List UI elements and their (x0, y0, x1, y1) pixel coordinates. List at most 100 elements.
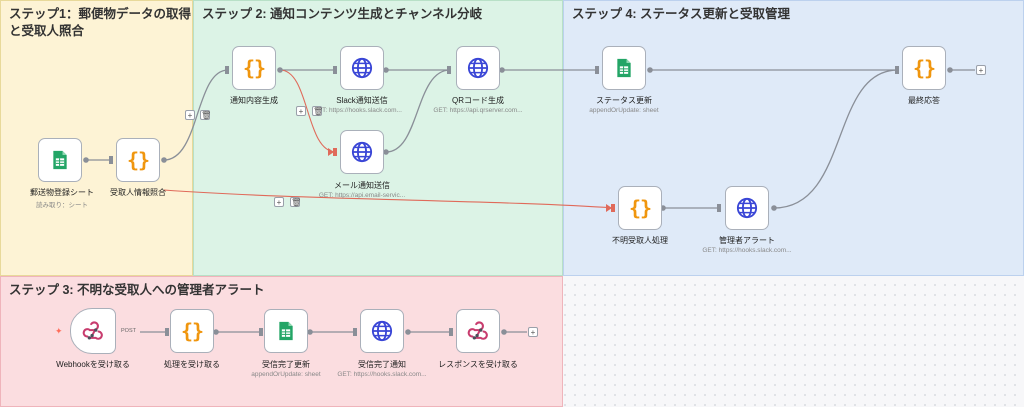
input-port (225, 66, 229, 74)
node-sublabel: T: https://hooks.slack.com... (322, 107, 402, 114)
input-port (333, 148, 337, 156)
connection-wire (773, 69, 899, 209)
node-email-notify[interactable] (340, 130, 384, 174)
sticky-title: ステップ 3: 不明な受取人への管理者アラート (9, 283, 265, 297)
output-port (405, 329, 411, 335)
input-port (109, 156, 113, 164)
output-port (307, 329, 313, 335)
node-respond-webhook[interactable] (456, 309, 500, 353)
input-port (259, 328, 263, 336)
node-label: 郵送物登録シート (30, 188, 94, 197)
node-label: 最終応答 (908, 96, 940, 105)
node-recipient-match[interactable]: {} (116, 138, 160, 182)
output-port (499, 67, 505, 73)
connection-wire-highlight (279, 69, 337, 153)
connection-wire (163, 69, 229, 161)
delete-connection-button[interactable]: 🗑 (200, 110, 212, 120)
globe-icon (351, 141, 373, 163)
node-label: Slack通知送信 (336, 96, 388, 105)
trigger-bolt-icon: ✦ (55, 326, 63, 336)
node-admin-alert[interactable] (725, 186, 769, 230)
node-sublabel: GET: https://hooks.slack.com... (337, 371, 427, 378)
node-label: 受信完了更新 (262, 360, 310, 369)
add-node-button[interactable]: + (185, 110, 195, 120)
output-port (277, 67, 283, 73)
output-port (213, 329, 219, 335)
code-braces-icon: {} (126, 148, 150, 172)
connection-wire-highlight (163, 189, 615, 209)
input-port (165, 328, 169, 336)
globe-icon (736, 197, 758, 219)
node-label: 管理者アラート (719, 236, 775, 245)
sticky-note-step1[interactable]: ステップ1：郵便物データの取得と受取人照合 (0, 0, 193, 276)
delete-connection-button[interactable]: 🗑 (290, 197, 302, 207)
google-sheets-icon (616, 58, 632, 78)
input-port (353, 328, 357, 336)
node-webhook-trigger[interactable] (70, 308, 116, 354)
input-port (449, 328, 453, 336)
webhook-icon (467, 320, 489, 342)
output-port (161, 157, 167, 163)
output-port (501, 329, 507, 335)
globe-icon (467, 57, 489, 79)
output-port (947, 67, 953, 73)
node-mail-register-sheet[interactable] (38, 138, 82, 182)
node-sublabel: appendOrUpdate: sheet (589, 107, 659, 114)
add-node-button[interactable]: + (296, 106, 306, 116)
add-node-button[interactable]: + (274, 197, 284, 207)
connection-label-post: POST (121, 328, 136, 334)
sticky-title: ステップ 2: 通知コンテンツ生成とチャンネル分岐 (202, 7, 483, 21)
node-sublabel: appendOrUpdate: sheet (251, 371, 321, 378)
node-label: 受取人情報照合 (110, 188, 166, 197)
output-port (383, 149, 389, 155)
node-unknown-recipient[interactable]: {} (618, 186, 662, 230)
delete-connection-button[interactable]: 🗑 (312, 106, 324, 116)
node-label: QRコード生成 (452, 96, 504, 105)
node-label: Webhookを受け取る (56, 360, 130, 369)
node-label: レスポンスを受け取る (438, 360, 518, 369)
output-port (383, 67, 389, 73)
node-receipt-update[interactable] (264, 309, 308, 353)
sticky-title: ステップ 4: ステータス更新と受取管理 (572, 7, 791, 21)
node-slack-notify[interactable] (340, 46, 384, 90)
input-port (717, 204, 721, 212)
output-port (83, 157, 89, 163)
google-sheets-icon (52, 150, 68, 170)
node-label: 処理を受け取る (164, 360, 220, 369)
node-sublabel: 読み取り：シート (36, 202, 88, 209)
globe-icon (371, 320, 393, 342)
node-label: 受信完了通知 (358, 360, 406, 369)
arrow-head (606, 204, 612, 212)
code-braces-icon: {} (180, 319, 204, 343)
node-receipt-notify[interactable] (360, 309, 404, 353)
node-label: 不明受取人処理 (612, 236, 668, 245)
node-final-response[interactable]: {} (902, 46, 946, 90)
code-braces-icon: {} (912, 56, 936, 80)
input-port (333, 66, 337, 74)
node-process-receive[interactable]: {} (170, 309, 214, 353)
input-port (611, 204, 615, 212)
output-port (647, 67, 653, 73)
code-braces-icon: {} (242, 56, 266, 80)
arrow-head (328, 148, 334, 156)
node-status-update[interactable] (602, 46, 646, 90)
code-braces-icon: {} (628, 196, 652, 220)
node-label: 通知内容生成 (230, 96, 278, 105)
connection-wire (385, 69, 451, 153)
node-sublabel: GET: https://hooks.slack.com... (702, 247, 792, 254)
node-label: メール通知送信 (334, 181, 390, 190)
node-notify-content[interactable]: {} (232, 46, 276, 90)
node-sublabel: GET: https://api.qrserver.com... (433, 107, 523, 114)
input-port (447, 66, 451, 74)
google-sheets-icon (278, 321, 294, 341)
output-port (771, 205, 777, 211)
input-port (895, 66, 899, 74)
globe-icon (351, 57, 373, 79)
node-qr-generate[interactable] (456, 46, 500, 90)
webhook-icon (82, 320, 104, 342)
add-node-button[interactable]: + (976, 65, 986, 75)
add-node-button[interactable]: + (528, 327, 538, 337)
node-label: ステータス更新 (596, 96, 652, 105)
input-port (595, 66, 599, 74)
